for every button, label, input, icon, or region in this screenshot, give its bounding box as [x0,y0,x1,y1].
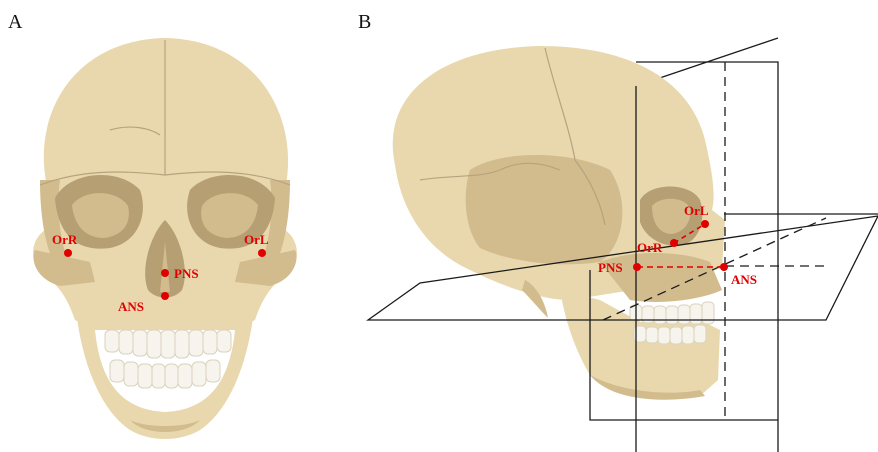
upper-teeth [105,330,231,358]
label-pns-b: PNS [598,260,623,275]
landmark-orr-b [670,239,678,247]
label-ans-a: ANS [118,299,144,314]
lateral-upper-teeth [630,302,714,324]
landmark-ans-a [161,292,169,300]
panel-a: A [8,11,297,439]
panel-b: B [358,11,878,452]
label-orr-b: OrR [637,240,663,255]
label-orl-a: OrL [244,232,269,247]
lateral-skull-illustration [393,46,725,400]
panel-a-letter: A [8,11,23,33]
landmark-orl-b [701,220,709,228]
panel-b-letter: B [358,11,371,33]
landmark-pns-a [161,269,169,277]
label-pns-a: PNS [174,266,199,281]
label-ans-b: ANS [731,272,757,287]
label-orl-b: OrL [684,203,709,218]
landmark-orl-a [258,249,266,257]
landmark-ans-b [720,263,728,271]
label-orr-a: OrR [52,232,78,247]
lower-teeth [110,360,220,388]
landmark-pns-b [633,263,641,271]
landmark-orr-a [64,249,72,257]
